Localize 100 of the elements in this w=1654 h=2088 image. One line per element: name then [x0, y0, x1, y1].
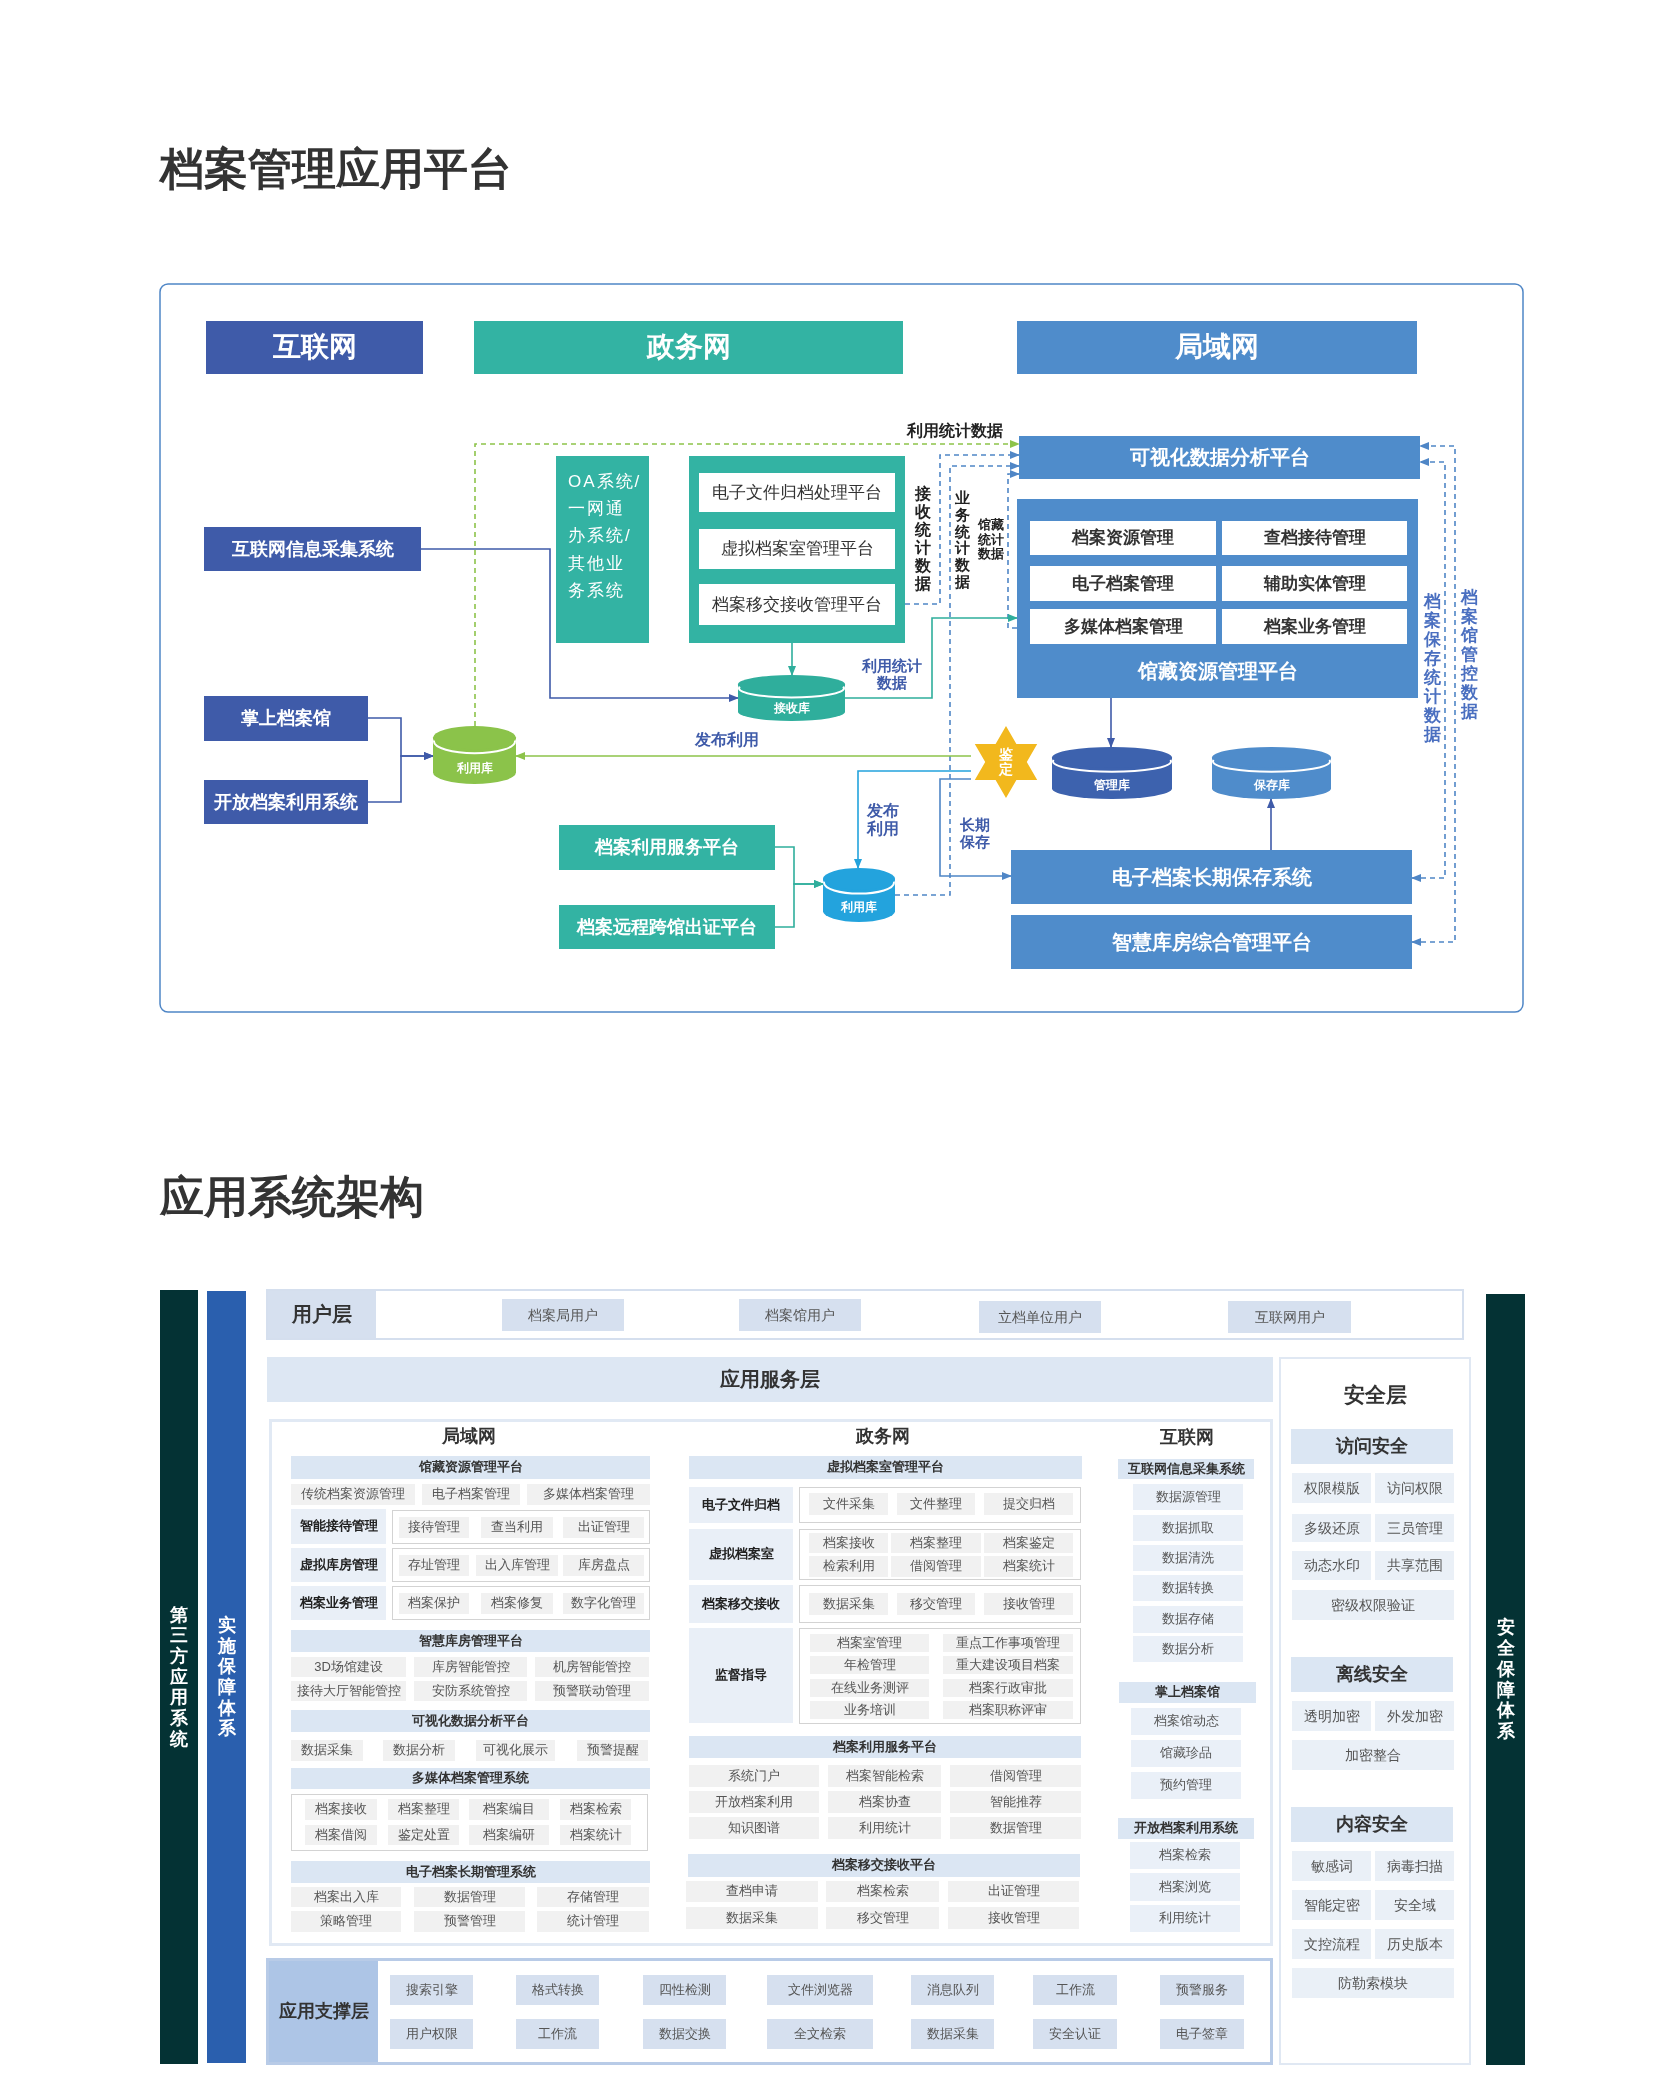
- side-bar: 安全保障体系: [1486, 1294, 1525, 2065]
- platform-box: 档案远程跨馆出证平台: [559, 905, 775, 949]
- user-tag: 档案局用户: [502, 1299, 624, 1331]
- function-cell: 透明加密: [1292, 1701, 1371, 1731]
- function-cell: 存址管理: [399, 1555, 469, 1576]
- function-cell: 数据采集: [809, 1593, 888, 1615]
- dashed-arrow: [904, 451, 1020, 605]
- function-cell: 数据分析: [383, 1740, 455, 1761]
- function-cell: 出证管理: [563, 1517, 644, 1538]
- column-heading: 互联网: [1160, 1426, 1214, 1449]
- module-header: 掌上档案馆: [1119, 1682, 1256, 1703]
- arrow: [1267, 798, 1275, 851]
- arrow: [515, 752, 972, 760]
- edge-label: 业务统计数据: [953, 488, 971, 592]
- function-cell: 档案借阅: [305, 1825, 377, 1845]
- arrow: [788, 642, 796, 676]
- edge-label: 长期保存: [959, 816, 991, 852]
- layer-label: 用户层: [268, 1291, 376, 1338]
- function-cell: 借阅管理: [891, 1556, 981, 1577]
- function-cell: 档案接收: [809, 1533, 888, 1553]
- function-cell: 档案浏览: [1130, 1873, 1240, 1901]
- platform-title: 馆藏资源管理平台: [1136, 659, 1299, 684]
- platform-box: 虚拟档案室管理平台: [699, 529, 895, 569]
- dashed-arrow: [1411, 458, 1446, 882]
- edge-label: 发布利用: [694, 730, 760, 750]
- arrow: [367, 752, 434, 803]
- platform-box: 查档接待管理: [1222, 521, 1407, 555]
- dashed-arrow: [474, 440, 1020, 727]
- column-heading: 局域网: [442, 1425, 496, 1448]
- module-header: 馆藏资源管理平台: [291, 1456, 650, 1479]
- function-cell: 档案馆动态: [1131, 1708, 1241, 1735]
- function-cell: 档案检索: [826, 1881, 939, 1902]
- function-cell: 统计管理: [537, 1911, 649, 1932]
- function-cell: 访问权限: [1375, 1473, 1454, 1503]
- function-cell: 开放档案利用: [689, 1791, 819, 1813]
- function-cell: 数据采集: [686, 1907, 818, 1929]
- function-cell: 历史版本: [1375, 1929, 1454, 1959]
- module-header: 档案利用服务平台: [689, 1736, 1081, 1758]
- function-cell: 知识图谱: [689, 1817, 819, 1839]
- module-label: 电子文件归档: [689, 1487, 793, 1523]
- module-header: 可视化数据分析平台: [291, 1710, 650, 1732]
- function-cell: 借阅管理: [950, 1765, 1081, 1787]
- function-cell: 档案修复: [481, 1593, 553, 1614]
- arrow: [420, 548, 739, 702]
- function-cell: 预警服务: [1160, 1975, 1244, 2005]
- layer-band: 应用服务层: [267, 1357, 1273, 1402]
- function-cell: 接收管理: [948, 1907, 1079, 1929]
- function-cell: 用户权限: [390, 2019, 473, 2049]
- function-cell: 查档申请: [686, 1881, 818, 1902]
- side-bar: 实施保障体系: [207, 1291, 246, 2063]
- page-title: 档案管理应用平台: [160, 143, 512, 195]
- platform-box: 档案业务管理: [1222, 609, 1407, 644]
- function-cell: 数据管理: [414, 1887, 525, 1907]
- function-cell: 数据采集: [291, 1740, 363, 1761]
- function-cell: 文件整理: [897, 1493, 975, 1515]
- network-header: 局域网: [1017, 321, 1417, 374]
- function-cell: 档案整理: [388, 1799, 459, 1820]
- platform-box: 电子档案管理: [1030, 566, 1216, 601]
- module-header: 电子档案长期管理系统: [291, 1861, 650, 1883]
- category-header: 访问安全: [1291, 1429, 1453, 1464]
- system-box: 互联网信息采集系统: [204, 527, 421, 571]
- function-cell: 数据采集: [911, 2019, 994, 2049]
- function-cell: 工作流: [1033, 1975, 1117, 2005]
- dashed-arrow: [894, 462, 1020, 896]
- function-cell: 工作流: [516, 2019, 599, 2049]
- system-box: 开放档案利用系统: [204, 780, 368, 824]
- function-cell: 消息队列: [911, 1975, 994, 2005]
- platform-box: 可视化数据分析平台: [1019, 436, 1420, 479]
- function-cell: 预约管理: [1131, 1772, 1241, 1799]
- module-header: 开放档案利用系统: [1118, 1818, 1254, 1839]
- platform-box: 档案利用服务平台: [559, 825, 775, 870]
- function-cell: 智能推荐: [950, 1791, 1081, 1813]
- layer-box: [266, 1289, 1464, 1340]
- function-cell: 文件采集: [809, 1493, 888, 1515]
- function-cell: 档案鉴定: [984, 1533, 1073, 1553]
- function-cell: 数据源管理: [1133, 1484, 1243, 1510]
- layer-label: 安全层: [1342, 1381, 1408, 1408]
- group-box: [291, 1794, 648, 1851]
- function-cell: 利用统计: [1130, 1905, 1240, 1932]
- function-cell: 年检管理: [810, 1656, 929, 1674]
- function-cell: 提交归档: [984, 1493, 1073, 1515]
- module-label: 虚拟档案室: [689, 1529, 793, 1580]
- function-cell: 文件浏览器: [767, 1975, 873, 2005]
- function-cell: 数据抓取: [1133, 1515, 1243, 1541]
- function-cell: 业务培训: [810, 1701, 929, 1719]
- arrow: [844, 614, 1018, 699]
- module-header: 虚拟档案室管理平台: [689, 1456, 1082, 1479]
- edge-label: 发布利用: [866, 801, 900, 839]
- edge-label: 馆藏统计数据: [977, 517, 1005, 563]
- function-cell: 三员管理: [1375, 1514, 1454, 1542]
- function-cell: 接收管理: [984, 1593, 1073, 1615]
- function-cell: 检索利用: [809, 1556, 888, 1577]
- function-cell: 档案智能检索: [828, 1765, 941, 1787]
- platform-box: 档案资源管理: [1030, 521, 1216, 555]
- platform-box: 多媒体档案管理: [1030, 609, 1216, 644]
- function-cell: 档案编目: [469, 1799, 549, 1820]
- function-cell: 策略管理: [291, 1911, 401, 1932]
- function-cell: 移交管理: [897, 1593, 975, 1615]
- layer-box: [269, 1419, 1273, 1946]
- user-tag: 档案馆用户: [739, 1299, 861, 1331]
